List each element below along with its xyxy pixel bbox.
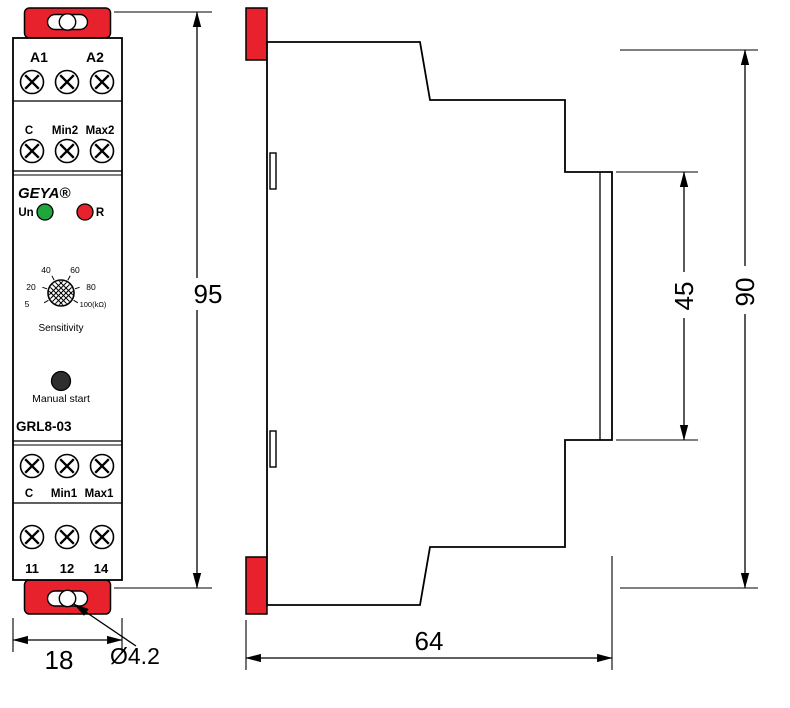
- side-top-clip: [245, 7, 268, 61]
- led-r-label: R: [96, 207, 105, 219]
- terminal-label-12: 12: [60, 561, 74, 576]
- terminal-label-a1: A1: [30, 49, 48, 65]
- label-backing: [670, 272, 698, 318]
- label-backing: [190, 278, 226, 310]
- led-indicators: Un R: [18, 203, 105, 221]
- dial-tick: [51, 275, 55, 281]
- side-view: [245, 7, 613, 615]
- terminal-label-a2: A2: [86, 49, 104, 65]
- sensitivity-dial[interactable]: 5 20 40 60 80 100(kΩ) Sensitivity: [25, 263, 107, 334]
- terminal-label-c2: C: [25, 125, 33, 137]
- side-bottom-clip: [245, 556, 268, 615]
- terminal-screw[interactable]: [89, 453, 115, 479]
- terminal-label-max2: Max2: [86, 125, 115, 137]
- label-backing: [731, 266, 759, 314]
- terminal-screw[interactable]: [54, 138, 80, 164]
- top-tab-hole: [58, 13, 77, 31]
- dial-caption: Sensitivity: [38, 323, 83, 334]
- dial-tick: [74, 286, 80, 290]
- dial-tick: [67, 275, 71, 281]
- led-un-label: Un: [18, 207, 33, 219]
- dial-scale-60: 60: [70, 265, 80, 275]
- relay-led-red: [76, 203, 94, 221]
- terminal-screw[interactable]: [19, 453, 45, 479]
- dial-scale-100: 100(kΩ): [80, 300, 107, 309]
- terminal-label-max1: Max1: [85, 488, 114, 500]
- side-profile: [266, 41, 613, 606]
- dial-scale-40: 40: [41, 265, 51, 275]
- bottom-tab-hole: [58, 589, 77, 608]
- vent-slot-bottom: [269, 430, 277, 468]
- dimension-95: 95: [114, 11, 226, 589]
- vent-slot-top: [269, 152, 277, 190]
- terminal-screw[interactable]: [54, 453, 80, 479]
- dimension-18: 18: [12, 618, 123, 675]
- terminal-screw[interactable]: [89, 69, 115, 95]
- terminal-label-11: 11: [25, 561, 39, 576]
- terminal-screw[interactable]: [54, 69, 80, 95]
- dimension-90: 90: [620, 49, 760, 589]
- dimension-value-95: 95: [194, 279, 223, 309]
- front-view: A1 A2 C Min2 Max2 GEYA® Un R: [12, 7, 123, 615]
- terminal-label-min1: Min1: [51, 488, 78, 500]
- terminal-label-min2: Min2: [52, 125, 78, 137]
- top-mounting-tab: [23, 7, 112, 39]
- dimension-64: 64: [245, 556, 613, 670]
- model-number: GRL8-03: [16, 419, 72, 434]
- terminal-screw[interactable]: [89, 138, 115, 164]
- dial-knob-knurl: [49, 281, 73, 305]
- dial-scale-5: 5: [25, 299, 30, 309]
- terminal-label-c1: C: [25, 488, 33, 500]
- dial-tick: [73, 299, 79, 304]
- dimension-hole: Ø4.2: [73, 603, 160, 669]
- dimension-value-18: 18: [45, 645, 74, 675]
- dial-scale-80: 80: [86, 282, 96, 292]
- bottom-mounting-tab: [23, 579, 112, 615]
- dial-tick: [42, 286, 48, 290]
- module-body: [12, 37, 123, 581]
- dial-tick: [43, 299, 49, 304]
- power-led-green: [36, 203, 54, 221]
- brand-logo: GEYA®: [18, 185, 71, 202]
- manual-start-button[interactable]: [50, 370, 72, 392]
- leader-line: [73, 603, 137, 647]
- dial-scale-20: 20: [26, 282, 36, 292]
- manual-start: Manual start: [32, 370, 90, 405]
- terminal-screw[interactable]: [89, 524, 115, 550]
- manual-start-label: Manual start: [32, 393, 90, 405]
- dimension-value-hole: Ø4.2: [110, 643, 160, 669]
- terminal-label-14: 14: [94, 561, 109, 576]
- terminal-screw[interactable]: [19, 69, 45, 95]
- dimension-value-90: 90: [730, 278, 760, 307]
- terminal-screw[interactable]: [19, 138, 45, 164]
- dimension-value-64: 64: [415, 626, 444, 656]
- terminal-screw[interactable]: [19, 524, 45, 550]
- terminal-screw[interactable]: [54, 524, 80, 550]
- dimension-value-45: 45: [669, 282, 699, 311]
- dimension-45: 45: [616, 171, 699, 441]
